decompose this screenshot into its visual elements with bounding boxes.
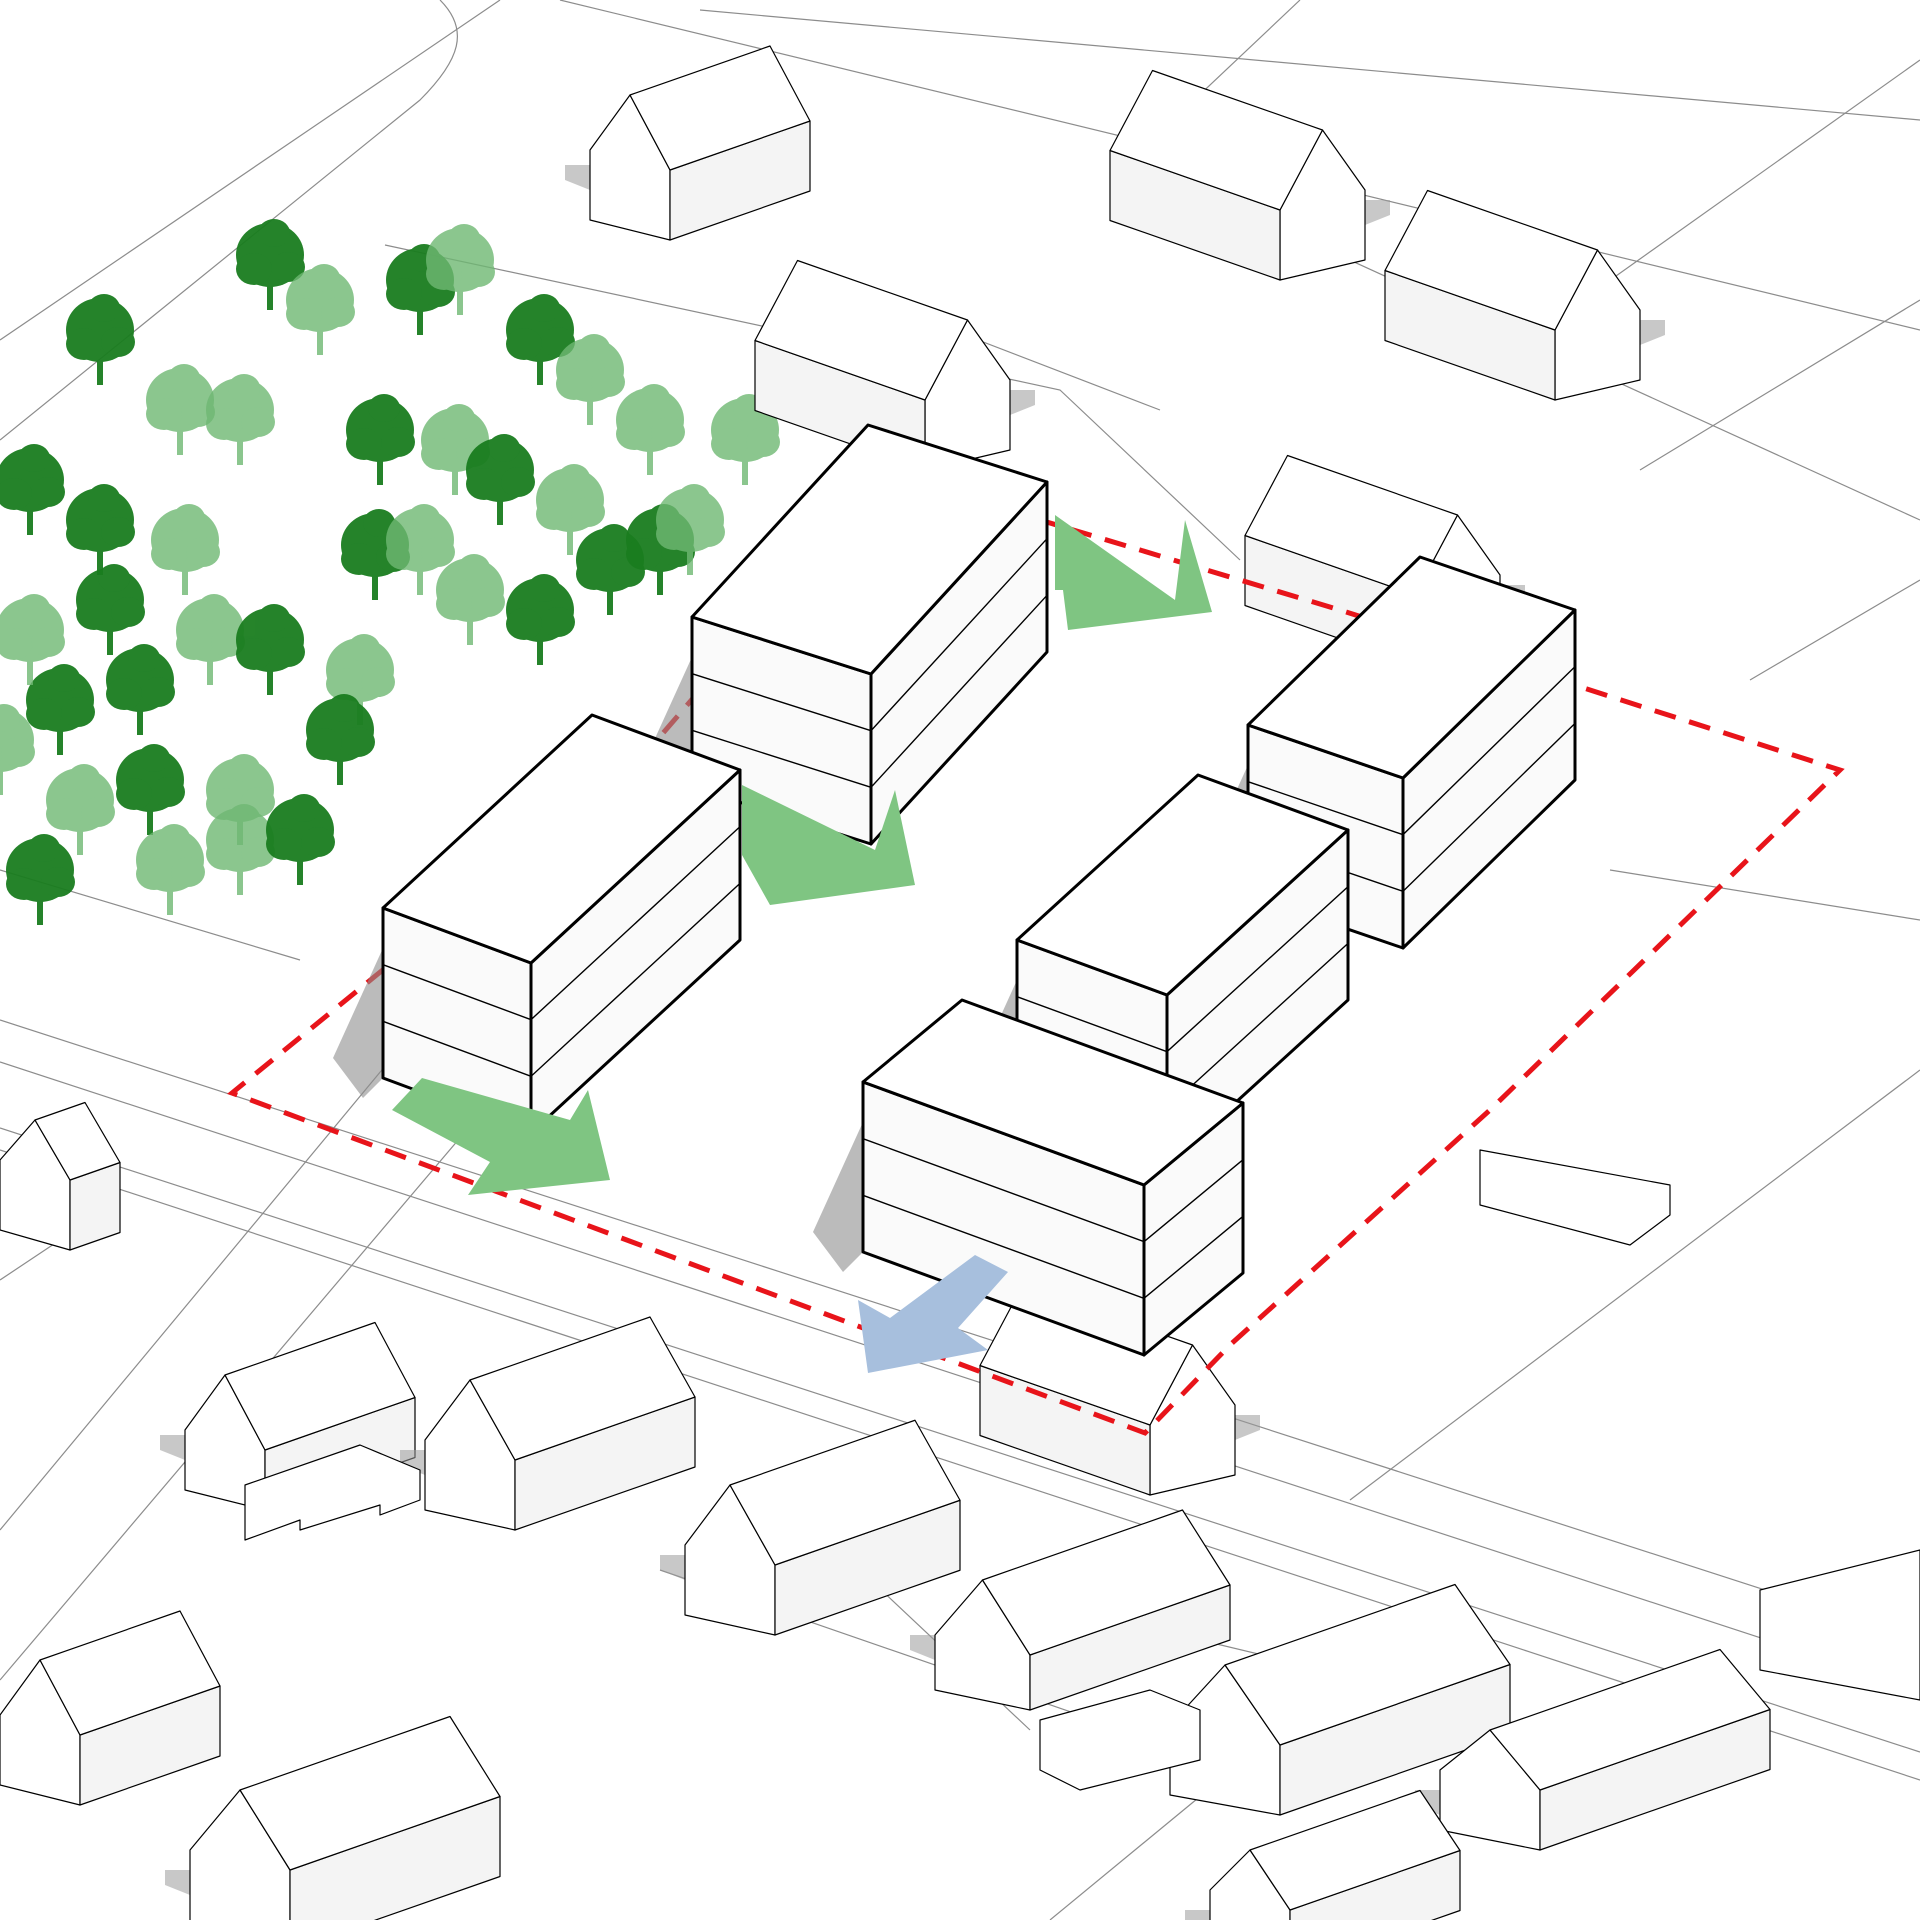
context-house bbox=[400, 1316, 696, 1531]
proposed-building-5 bbox=[813, 998, 1245, 1357]
tree-icon bbox=[346, 394, 415, 485]
proposed-building-2 bbox=[333, 713, 742, 1135]
context-house bbox=[1185, 1789, 1461, 1920]
tree-icon bbox=[656, 484, 725, 575]
context-house bbox=[910, 1509, 1231, 1711]
tree-icon bbox=[306, 694, 375, 785]
context-house bbox=[565, 45, 811, 241]
context-house bbox=[1384, 189, 1665, 401]
tree-icon bbox=[506, 574, 575, 665]
tree-icon bbox=[466, 434, 535, 525]
context-outbuilding bbox=[1759, 1549, 1920, 1701]
tree-icon bbox=[236, 604, 305, 695]
tree-icon bbox=[106, 644, 175, 735]
tree-icon bbox=[66, 484, 135, 575]
tree-icon bbox=[206, 754, 275, 845]
tree-icon bbox=[286, 264, 355, 355]
road-line bbox=[0, 1149, 1920, 1781]
blue-arrow bbox=[858, 1255, 1008, 1373]
tree-icon bbox=[76, 564, 145, 655]
tree-icon bbox=[506, 294, 575, 385]
tree-icon bbox=[26, 664, 95, 755]
proposed-buildings bbox=[333, 423, 1577, 1357]
road-line bbox=[699, 9, 1920, 121]
green-arrow bbox=[1055, 515, 1212, 630]
road-line bbox=[0, 1061, 1920, 1691]
green-arrow bbox=[742, 785, 915, 905]
tree-icon bbox=[206, 374, 275, 465]
context-outbuilding bbox=[244, 1444, 421, 1541]
tree-icon bbox=[176, 594, 245, 685]
road-line bbox=[1749, 579, 1920, 681]
tree-icon bbox=[556, 334, 625, 425]
tree-icon bbox=[46, 764, 115, 855]
tree-icon bbox=[116, 744, 185, 835]
road-line bbox=[384, 244, 1241, 561]
green-arrow bbox=[392, 1078, 610, 1195]
context-house bbox=[1109, 69, 1390, 281]
tree-grove bbox=[0, 219, 780, 925]
tree-icon bbox=[711, 394, 780, 485]
road-line bbox=[1049, 1779, 1221, 1920]
tree-icon bbox=[0, 704, 35, 795]
context-outbuilding bbox=[1479, 1149, 1671, 1246]
tree-icon bbox=[266, 794, 335, 885]
tree-icon bbox=[326, 634, 395, 725]
site-boundary bbox=[227, 517, 1845, 1436]
tree-icon bbox=[0, 594, 65, 685]
tree-icon bbox=[151, 504, 220, 595]
tree-icon bbox=[0, 444, 65, 535]
road-line bbox=[1349, 1069, 1920, 1501]
tree-icon bbox=[236, 219, 305, 310]
context-house bbox=[1145, 1583, 1511, 1816]
tree-icon bbox=[136, 824, 205, 915]
context-house bbox=[0, 1101, 121, 1251]
context-house bbox=[979, 1284, 1260, 1496]
context-outbuilding bbox=[1039, 1689, 1201, 1791]
road-line bbox=[0, 1127, 1920, 1753]
flow-arrows bbox=[392, 515, 1212, 1373]
context-house bbox=[165, 1715, 501, 1920]
tree-icon bbox=[436, 554, 505, 645]
road-line bbox=[0, 0, 501, 341]
tree-icon bbox=[146, 364, 215, 455]
tree-icon bbox=[66, 294, 135, 385]
road-line bbox=[0, 0, 458, 441]
tree-icon bbox=[426, 224, 495, 315]
context-house bbox=[0, 1610, 221, 1806]
context-houses bbox=[0, 45, 1920, 1920]
context-house bbox=[660, 1419, 961, 1636]
tree-icon bbox=[616, 384, 685, 475]
tree-icon bbox=[536, 464, 605, 555]
tree-icon bbox=[386, 504, 455, 595]
tree-icon bbox=[6, 834, 75, 925]
road-line bbox=[1609, 869, 1920, 921]
road-line bbox=[1639, 299, 1920, 471]
